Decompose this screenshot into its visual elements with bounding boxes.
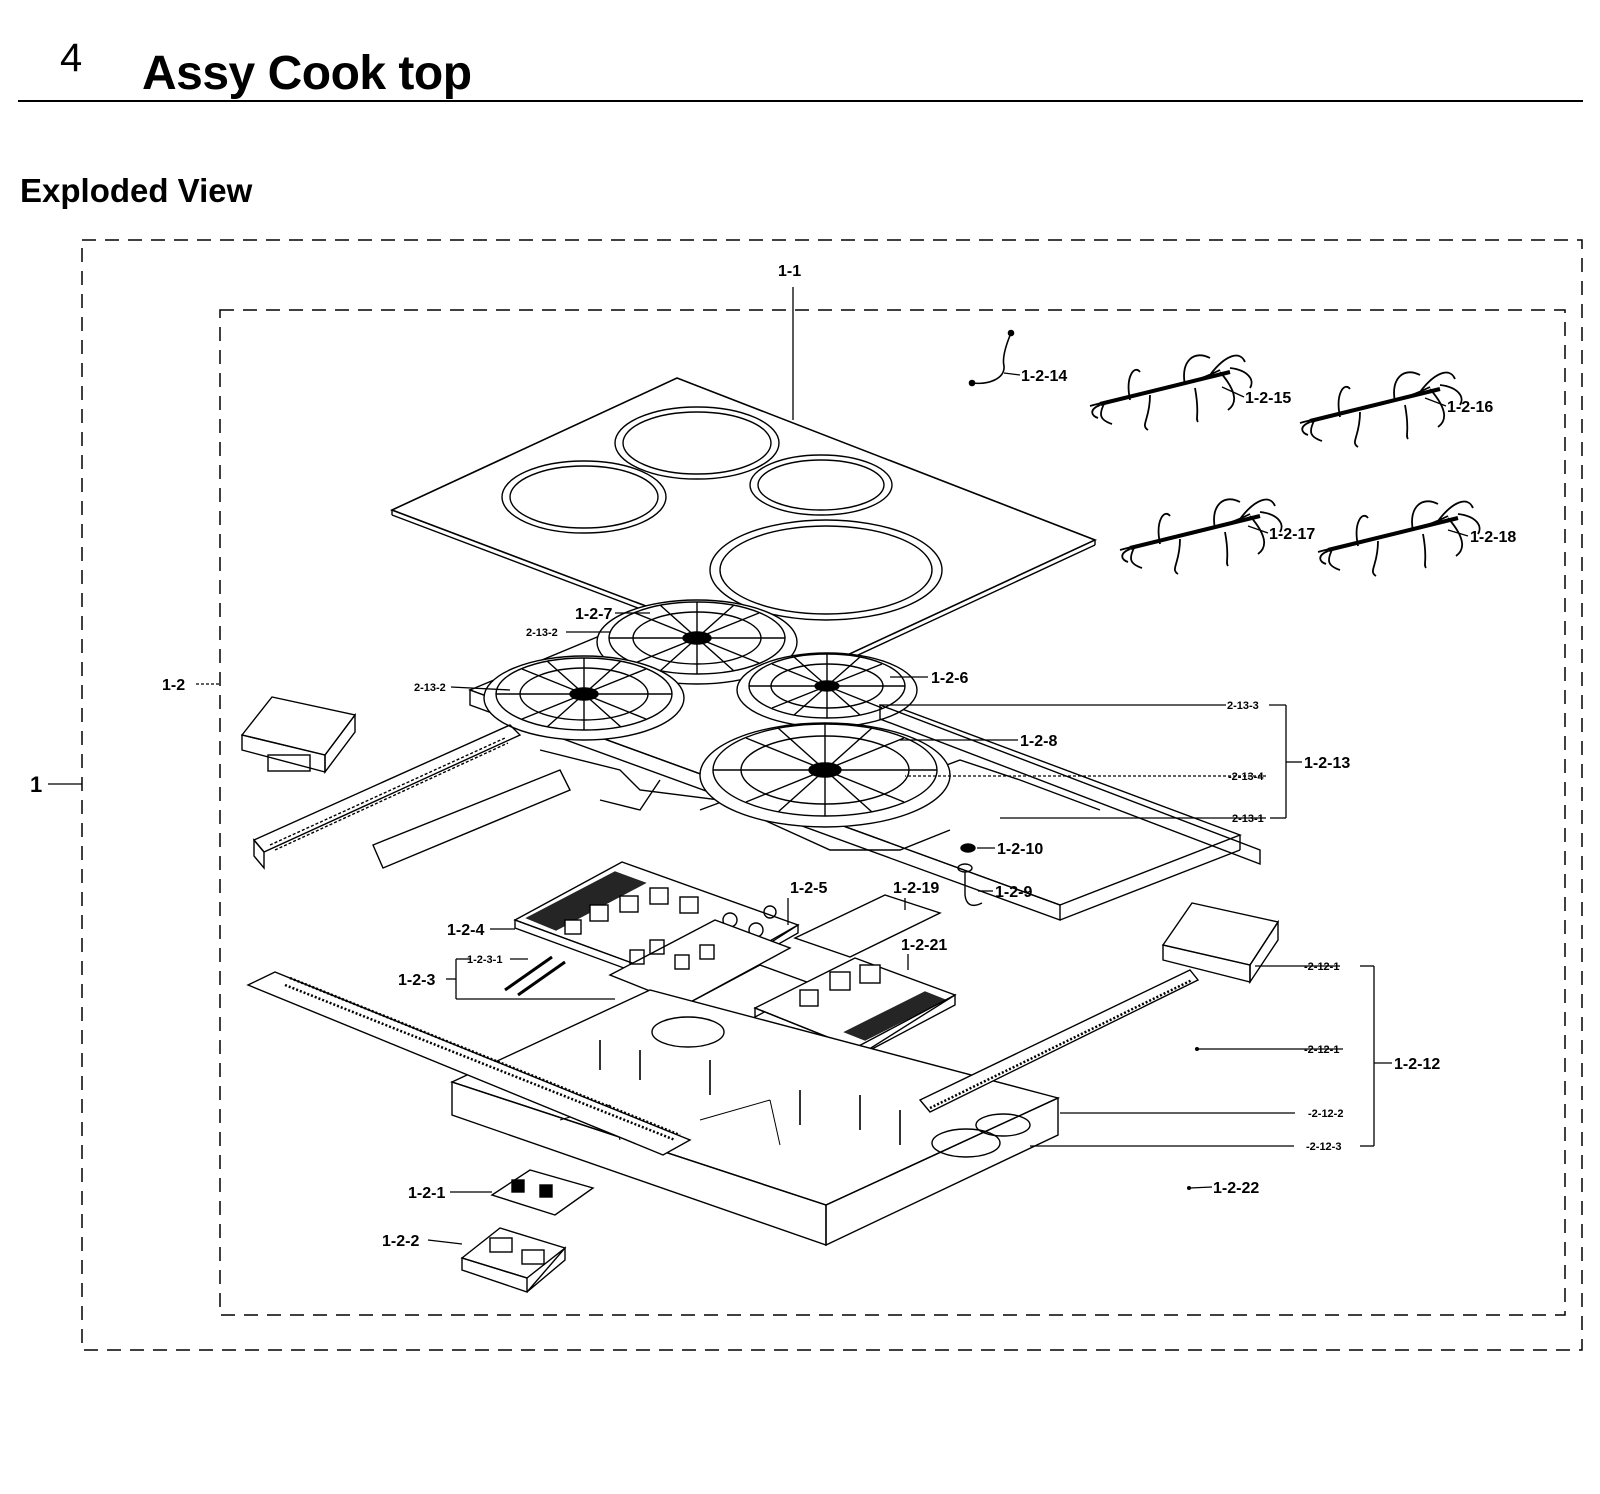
callout-1-2-18: 1-2-18 bbox=[1470, 529, 1516, 546]
callout-1-2-4: 1-2-4 bbox=[447, 922, 484, 939]
wire-harness-1-2-16 bbox=[1299, 371, 1463, 448]
callout-1-2-16: 1-2-16 bbox=[1447, 399, 1493, 416]
side-rail-left bbox=[252, 724, 571, 870]
callout-2-13-3: 2-13-3 bbox=[1227, 700, 1259, 712]
side-rail-right bbox=[879, 703, 1261, 866]
wire-harness-1-2-17 bbox=[1119, 498, 1283, 575]
callout-2-13-4: -2-13-4 bbox=[1228, 771, 1264, 783]
section-subtitle: Exploded View bbox=[20, 172, 253, 209]
terminal-cover-1-2-2 bbox=[460, 1227, 567, 1293]
induction-coil-right bbox=[736, 652, 918, 728]
filter-board-1-2-19 bbox=[793, 894, 942, 958]
callout-2-12-3: -2-12-3 bbox=[1306, 1141, 1341, 1153]
callout-1-2-3-1: 1-2-3-1 bbox=[467, 954, 502, 966]
callout-1-2-10: 1-2-10 bbox=[997, 841, 1043, 858]
cooking-zone-left bbox=[501, 460, 667, 534]
induction-coil-front bbox=[699, 722, 951, 828]
callout-1-2-6: 1-2-6 bbox=[931, 670, 968, 687]
callout-1-2-21: 1-2-21 bbox=[901, 937, 947, 954]
bus-bars-1-2-3-1 bbox=[504, 955, 566, 997]
callout-1-2-17: 1-2-17 bbox=[1269, 526, 1315, 543]
section-number: 4 bbox=[60, 36, 83, 80]
callout-1-2-22: 1-2-22 bbox=[1213, 1180, 1259, 1197]
callout-2-12-1-mid: -2-12-1 bbox=[1304, 1044, 1339, 1056]
callout-1-2-19: 1-2-19 bbox=[893, 880, 939, 897]
callout-1: 1 bbox=[30, 772, 42, 797]
leader-lines bbox=[48, 287, 1469, 1245]
callout-1-1: 1-1 bbox=[778, 263, 801, 280]
callout-2-12-1-top: -2-12-1 bbox=[1304, 961, 1339, 973]
callout-2-13-2-left: 2-13-2 bbox=[414, 682, 446, 694]
glass-cooktop bbox=[389, 377, 1098, 676]
control-pcb-1-2-21 bbox=[753, 957, 957, 1060]
induction-coil-rear bbox=[596, 599, 798, 685]
cooling-fan-left bbox=[240, 696, 357, 775]
callout-2-13-1: 2-13-1 bbox=[1232, 813, 1264, 825]
callout-1-2-13: 1-2-13 bbox=[1304, 755, 1350, 772]
wire-harness-1-2-14 bbox=[968, 329, 1015, 387]
callout-1-2-14: 1-2-14 bbox=[1021, 368, 1067, 385]
base-tray bbox=[450, 989, 1061, 1247]
callout-1-2-7: 1-2-7 bbox=[575, 606, 612, 623]
front-vent-rail bbox=[246, 971, 692, 1156]
callout-1-2: 1-2 bbox=[162, 677, 185, 694]
assembly-boundary-1-2 bbox=[219, 309, 1566, 1316]
callout-1-2-8: 1-2-8 bbox=[1020, 733, 1057, 750]
cooling-fan-right bbox=[1161, 902, 1280, 985]
callout-1-2-1: 1-2-1 bbox=[408, 1185, 445, 1202]
connector-board-1-2-1 bbox=[490, 1169, 595, 1216]
page-title: Assy Cook top bbox=[142, 47, 472, 100]
wire-harness-1-2-18 bbox=[1317, 500, 1481, 577]
callout-1-2-15: 1-2-15 bbox=[1245, 390, 1291, 407]
sensor-1-2-10 bbox=[960, 843, 976, 853]
assembly-boundary-1 bbox=[81, 239, 1583, 1351]
callout-2-12-2: -2-12-2 bbox=[1308, 1108, 1343, 1120]
induction-coil-left bbox=[483, 655, 685, 741]
cooking-zone-right bbox=[749, 454, 893, 516]
title-rule bbox=[18, 100, 1583, 102]
cooking-zone-rear-center bbox=[614, 406, 780, 480]
callout-1-2-5: 1-2-5 bbox=[790, 880, 827, 897]
callout-1-2-12: 1-2-12 bbox=[1394, 1056, 1440, 1073]
wire-harness-1-2-15 bbox=[1089, 354, 1253, 431]
callout-2-13-2-top: 2-13-2 bbox=[526, 627, 558, 639]
sensor-1-2-9 bbox=[957, 863, 983, 907]
cooking-zone-front bbox=[709, 519, 943, 621]
callout-1-2-2: 1-2-2 bbox=[382, 1233, 419, 1250]
callout-1-2-3: 1-2-3 bbox=[398, 972, 435, 989]
rear-vent-rail bbox=[918, 969, 1200, 1113]
callout-1-2-9: 1-2-9 bbox=[995, 884, 1032, 901]
